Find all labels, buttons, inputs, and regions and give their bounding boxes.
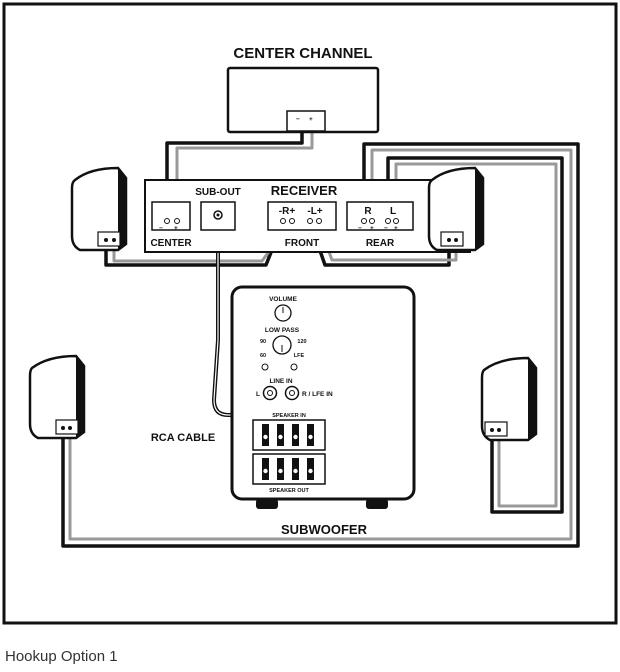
- rear-l-label: L: [390, 206, 396, 217]
- speaker-in-label: SPEAKER IN: [272, 413, 306, 419]
- volume-label: VOLUME: [269, 296, 297, 303]
- front-right-speaker: [427, 166, 485, 252]
- center-channel-label: CENTER CHANNEL: [233, 45, 372, 62]
- rear-label: REAR: [366, 238, 395, 249]
- subwoofer: [230, 285, 416, 509]
- speaker-out-label: SPEAKER OUT: [269, 488, 309, 494]
- svg-text:90: 90: [260, 339, 266, 345]
- svg-text:+: +: [394, 225, 398, 232]
- svg-text:+: +: [370, 225, 374, 232]
- svg-text:−: −: [159, 225, 163, 232]
- front-r-label: -R+: [279, 206, 296, 217]
- svg-text:LFE: LFE: [294, 353, 305, 359]
- front-l-label: -L+: [307, 206, 322, 217]
- center-label: CENTER: [150, 238, 192, 249]
- receiver-label: RECEIVER: [271, 183, 338, 198]
- center-channel-speaker: − +: [226, 66, 380, 134]
- svg-text:60: 60: [260, 353, 266, 359]
- svg-text:−: −: [358, 225, 362, 232]
- rca-cable-label: RCA CABLE: [151, 432, 215, 444]
- line-in-r-label: R / LFE IN: [302, 391, 333, 398]
- rear-right-speaker: [480, 356, 538, 442]
- line-in-label: LINE IN: [269, 378, 292, 385]
- svg-text:120: 120: [297, 339, 306, 345]
- line-in-l-label: L: [256, 391, 260, 398]
- center-terminal-plus: +: [309, 116, 313, 123]
- rear-left-speaker: [28, 354, 86, 440]
- center-terminal-minus: −: [296, 116, 300, 123]
- hookup-diagram: − + CENTER CHANNEL − + − + − + RECEIVER …: [2, 2, 618, 625]
- figure-caption: Hookup Option 1: [5, 648, 118, 665]
- front-label: FRONT: [285, 238, 319, 249]
- svg-text:+: +: [174, 225, 178, 232]
- low-pass-label: LOW PASS: [265, 327, 300, 334]
- subwoofer-label: SUBWOOFER: [281, 522, 368, 537]
- front-left-speaker: [70, 166, 128, 252]
- sub-out-label: SUB-OUT: [195, 187, 241, 198]
- rear-r-label: R: [364, 206, 372, 217]
- svg-text:−: −: [384, 225, 388, 232]
